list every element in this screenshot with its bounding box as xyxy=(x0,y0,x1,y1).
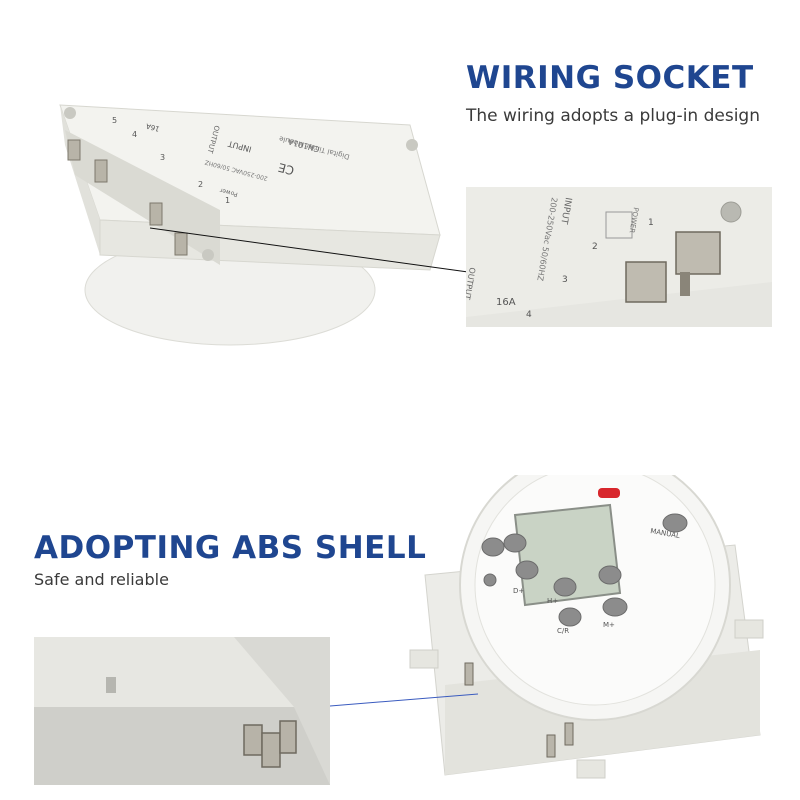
bottom-callout-line xyxy=(330,693,479,707)
back-ce-label: CE xyxy=(277,160,296,178)
back-terminal-5: 5 xyxy=(112,116,117,125)
key-label-d-plus: D+ xyxy=(513,587,524,595)
inset-terminal-2: 2 xyxy=(592,242,598,252)
abs-shell-subtitle: Safe and reliable xyxy=(34,570,169,589)
minute-plus-button[interactable] xyxy=(602,597,628,617)
timer-button[interactable] xyxy=(481,537,505,557)
inset-terminal-4: 4 xyxy=(526,310,532,320)
abs-shell-zoom-inset xyxy=(34,637,330,785)
inset-input-label: INPUT xyxy=(558,196,573,225)
abs-shell-heading: ADOPTING ABS SHELL xyxy=(34,530,427,566)
back-rating-label: 16A xyxy=(145,121,161,132)
wiring-socket-subtitle: The wiring adopts a plug-in design xyxy=(466,106,760,126)
clear-recall-button[interactable] xyxy=(558,607,582,627)
device-back-photo: CN101A Digital Timer Module CE OUTPUT IN… xyxy=(59,104,441,346)
key-label-cr: C/R xyxy=(557,627,569,635)
back-power-label: Power xyxy=(219,186,239,198)
back-terminal-1: 1 xyxy=(225,196,230,205)
key-label-m-plus: M+ xyxy=(603,621,615,629)
inset-terminal-1: 1 xyxy=(648,218,654,228)
clock-button[interactable] xyxy=(503,533,527,553)
inset-terminal-3: 3 xyxy=(562,275,568,285)
key-label-h-plus: H+ xyxy=(547,597,558,605)
hour-plus-button[interactable] xyxy=(553,577,577,597)
inset-output-label: OUTPUT xyxy=(466,267,477,301)
top-callout-line xyxy=(150,227,469,273)
reset-button[interactable] xyxy=(483,573,497,587)
inset-rating-label: 16A xyxy=(496,297,516,308)
wiring-socket-zoom-inset: INPUT 200-250Vac 50/60HZ POWER 1 2 3 4 1… xyxy=(466,187,772,327)
back-terminal-3: 3 xyxy=(160,153,165,162)
manual-button[interactable] xyxy=(662,513,688,533)
power-indicator-led xyxy=(598,488,620,498)
extra-button[interactable] xyxy=(598,565,622,585)
wiring-socket-heading: WIRING SOCKET xyxy=(466,60,754,96)
back-terminal-4: 4 xyxy=(132,130,137,139)
day-plus-button[interactable] xyxy=(515,560,539,580)
device-front-photo: MANUAL D+ H+ M+ C/R xyxy=(409,475,764,779)
back-terminal-2: 2 xyxy=(198,180,203,189)
